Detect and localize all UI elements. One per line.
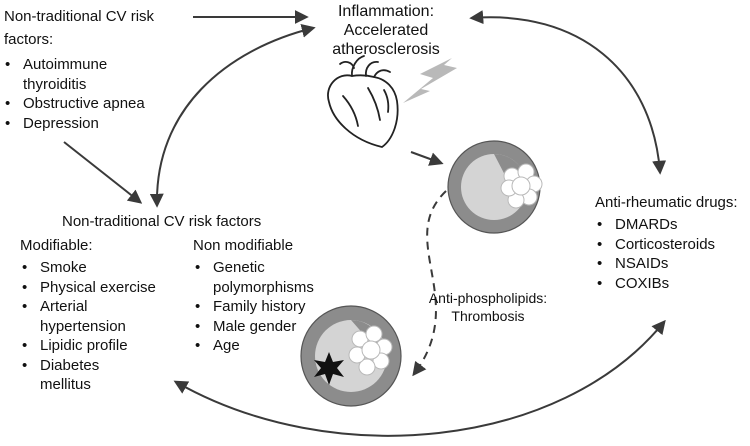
- list-item: Male gender: [193, 317, 343, 337]
- list-item: Autoimmune thyroiditis: [3, 55, 153, 94]
- list-item: NSAIDs: [595, 254, 745, 274]
- inflammation-title: Inflammation:: [337, 3, 435, 20]
- list-item: Genetic polymorphisms: [193, 258, 323, 297]
- list-item: Corticosteroids: [595, 235, 745, 255]
- antirheumatic-title: Anti-rheumatic drugs:: [595, 194, 738, 211]
- arrow-inflammation-antirheumatic: [469, 10, 667, 175]
- inflammation-box: Inflammation: Accelerated atherosclerosi…: [316, 2, 456, 59]
- arrow-inflammation-main-risk: [149, 23, 316, 208]
- modifiable-list: Smoke Physical exercise Arterial hyperte…: [20, 258, 180, 395]
- list-item: Lipidic profile: [20, 336, 180, 356]
- antiphospholipids-line2: Thrombosis: [451, 308, 525, 324]
- list-item: Diabetes mellitus: [20, 356, 120, 395]
- inflammation-line3: atherosclerosis: [332, 41, 440, 58]
- list-item: Arterial hypertension: [20, 297, 150, 336]
- modifiable-heading: Modifiable:: [20, 237, 93, 254]
- clot-icon: [314, 352, 344, 385]
- list-item: Smoke: [20, 258, 180, 278]
- list-item: Family history: [193, 297, 343, 317]
- nontrad-top-title-1: Non-traditional CV risk: [4, 8, 155, 25]
- arrow-depression-to-main-risk: [63, 141, 143, 204]
- nontrad-top-list: Autoimmune thyroiditis Obstructive apnea…: [3, 55, 153, 133]
- list-item: Depression: [3, 114, 153, 134]
- arrow-thrombosis-dashed: [412, 190, 447, 377]
- antirheumatic-list: DMARDs Corticosteroids NSAIDs COXIBs: [595, 215, 745, 293]
- list-item: DMARDs: [595, 215, 745, 235]
- list-item: Age: [193, 336, 343, 356]
- arrow-antirheumatic-main-risk: [173, 319, 666, 437]
- artery-plaque-icon: [447, 140, 543, 234]
- artery-thrombus-icon: [300, 305, 402, 407]
- list-item: Physical exercise: [20, 278, 180, 298]
- list-item: COXIBs: [595, 274, 745, 294]
- lightning-icon: [403, 58, 457, 103]
- arrow-heart-to-artery: [410, 151, 444, 166]
- inflammation-line2: Accelerated: [343, 22, 429, 39]
- non-modifiable-heading: Non modifiable: [193, 237, 294, 254]
- list-item: Obstructive apnea: [3, 94, 153, 114]
- antiphospholipids-label: Anti-phospholipids: Thrombosis: [428, 289, 548, 325]
- non-modifiable-list: Genetic polymorphisms Family history Mal…: [193, 258, 343, 356]
- nontrad-top-title-2: factors:: [4, 31, 54, 48]
- nontrad-main-title: Non-traditional CV risk factors: [62, 213, 262, 230]
- heart-icon: [327, 55, 399, 148]
- antiphospholipids-line1: Anti-phospholipids:: [428, 290, 548, 306]
